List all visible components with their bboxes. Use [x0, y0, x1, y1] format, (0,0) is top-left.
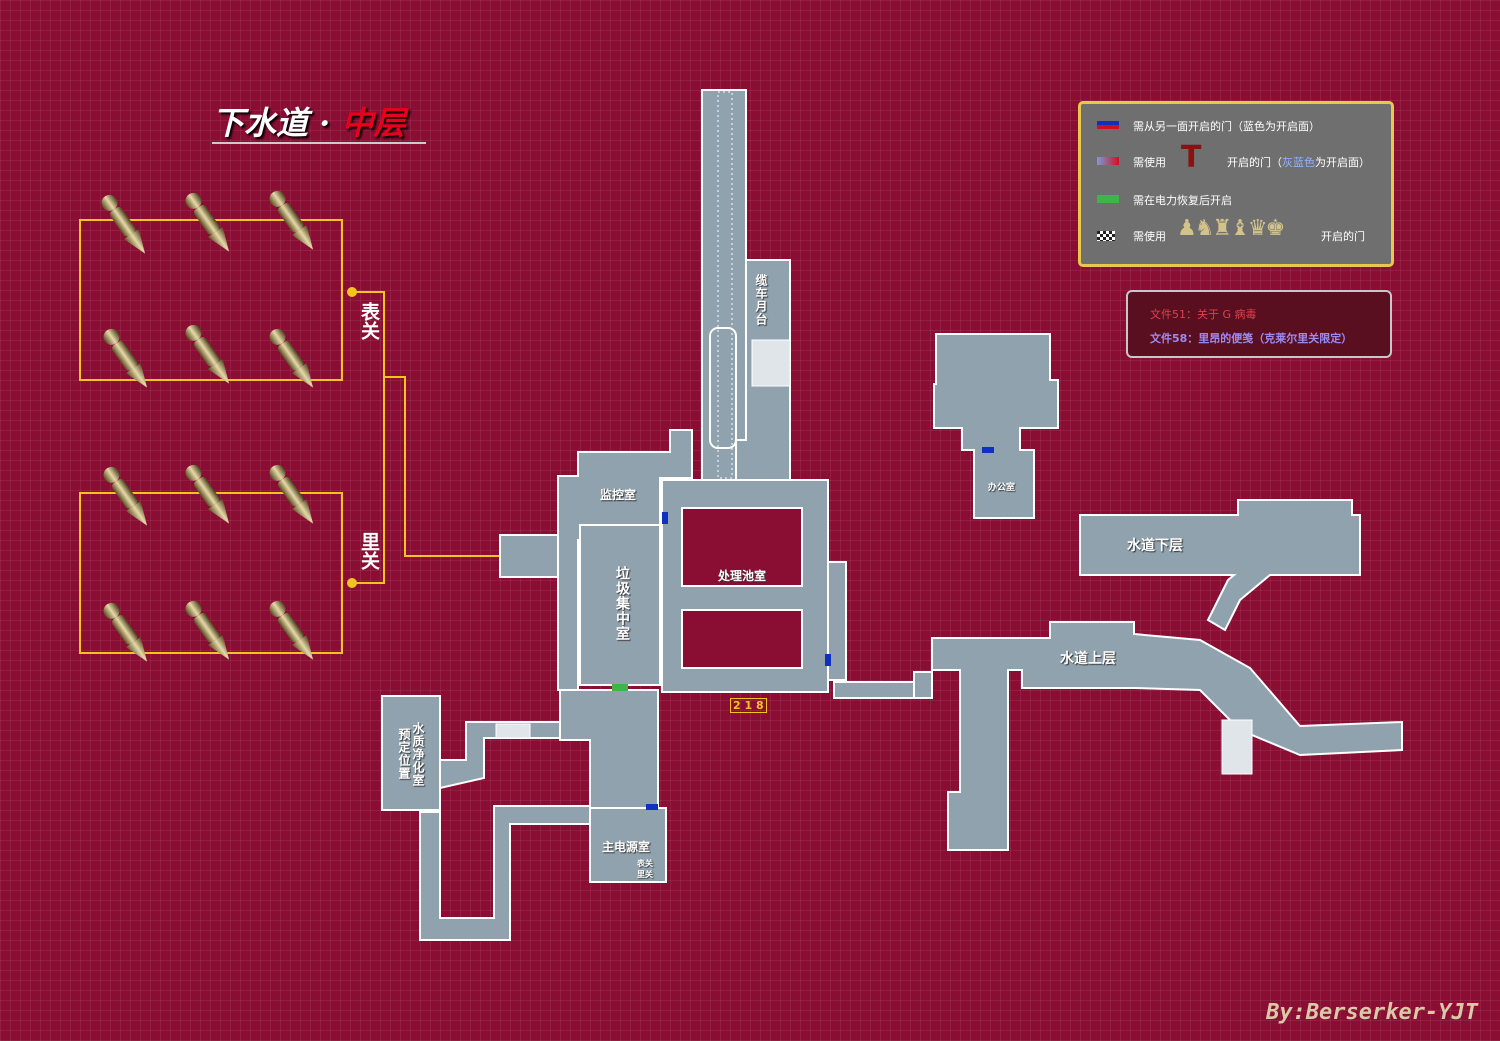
t-bar-handle-icon: T — [1181, 140, 1202, 175]
room-main-power: 主电源室 — [602, 840, 651, 854]
lock-code: 2 1 8 — [730, 698, 767, 713]
map-title: 下水道 · 中层 — [212, 104, 406, 142]
legend-row-4b: 开启的门 — [1321, 230, 1365, 243]
room-treatment: 处理池室 — [718, 569, 767, 583]
chess-piece-icon — [258, 181, 328, 261]
room-office: 办公室 — [988, 483, 1016, 493]
legend-row-4a: 需使用 — [1133, 230, 1166, 243]
room-waterway-upper: 水道上层 — [1060, 651, 1116, 667]
room-water-purify: 水质净化室 — [411, 722, 425, 787]
reverse-label: 里关 — [358, 532, 380, 570]
chess-piece-icon — [258, 319, 328, 399]
chess-plugs-icon: ♟♞♜♝♛♚ — [1177, 216, 1285, 241]
chess-piece-icon — [258, 455, 328, 535]
room-waterway-lower: 水道下层 — [1127, 538, 1183, 554]
legend-row-1: 需从另一面开启的门（蓝色为开启面） — [1133, 120, 1320, 133]
legend-row-3: 需在电力恢复后开启 — [1133, 194, 1232, 207]
chess-piece-icon — [174, 315, 244, 395]
chess-piece-icon — [174, 591, 244, 671]
room-cable-car: 缆车月台 — [754, 274, 768, 326]
chess-piece-icon — [258, 591, 328, 671]
document-51: 文件51：关于 G 病毒 — [1150, 308, 1257, 321]
chess-door-icon — [1097, 231, 1115, 241]
chess-piece-icon — [92, 457, 162, 537]
documents-panel: 文件51：关于 G 病毒 文件58：里昂的便笺（克莱尔里关限定） — [1126, 290, 1392, 358]
chess-piece-icon — [90, 185, 160, 265]
chess-piece-icon — [174, 455, 244, 535]
title-underline — [212, 142, 426, 144]
chess-piece-icon — [174, 183, 244, 263]
room-monitor: 监控室 — [600, 488, 637, 502]
power-door-icon — [1097, 195, 1119, 203]
document-58: 文件58：里昂的便笺（克莱尔里关限定） — [1150, 332, 1353, 345]
surface-label: 表关 — [358, 302, 380, 340]
author-credit: By:Berserker-YJT — [1266, 1000, 1478, 1025]
key-door-icon — [1097, 157, 1119, 165]
chess-piece-icon — [92, 593, 162, 673]
blue-door-icon — [1097, 121, 1119, 129]
legend-panel: 需从另一面开启的门（蓝色为开启面） 需使用 T 开启的门（灰蓝色为开启面） 需在… — [1078, 101, 1394, 267]
chess-piece-icon — [92, 319, 162, 399]
power-surface: 表关 — [637, 859, 653, 868]
legend-row-2a: 需使用 — [1133, 156, 1166, 169]
room-garbage: 垃圾集中室 — [614, 566, 630, 641]
room-planned-position: 预定位置 — [397, 728, 411, 780]
power-reverse: 里关 — [637, 870, 653, 879]
